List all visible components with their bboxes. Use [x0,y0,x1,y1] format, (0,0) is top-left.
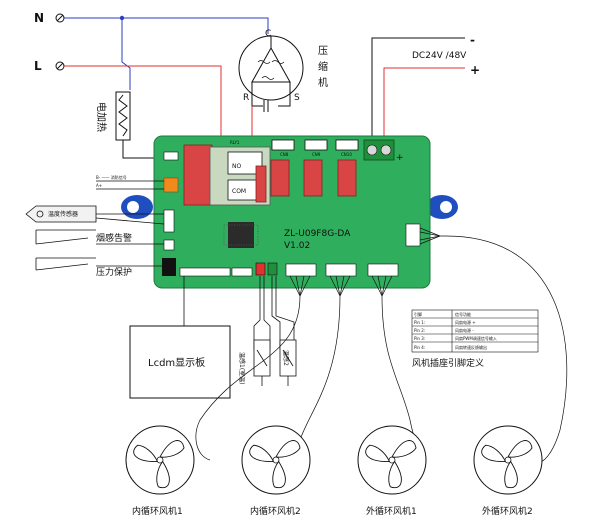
temp-sensor-label: 温度传感器 [48,210,78,218]
table-row-1-pin: Pin 1: [414,320,425,325]
l-label: L [34,59,42,73]
dc-plus: + [470,63,480,77]
lcd-label: Lcdm显示板 [148,356,205,369]
table-row-2-func: 风扇电源 - [455,327,474,333]
pcb-plus-label: + [396,153,404,163]
pressure-connector [162,258,176,276]
fire-signal-wires [96,180,164,190]
compressor-label-3: 机 [318,76,328,89]
relay-rly2 [270,159,290,197]
pressure-label: 压力保护 [96,266,132,278]
compressor-label-1: 压 [318,45,328,57]
fire-signal-terminal [163,177,179,193]
table-row-4-func: 风扇转速反馈输出 [455,344,487,350]
compressor [238,35,304,148]
dc-terminal-block [363,139,395,161]
heater [115,91,163,159]
relay-no-label: NO [232,163,241,170]
table-row-2-pin: Pin 2: [414,328,425,333]
fan-3-label: 外循环风机1 [366,505,417,517]
cn11-connector [405,223,421,247]
l-terminal-icon [55,61,65,71]
lcd-board [129,325,231,399]
dc-minus: - [470,33,475,47]
cn9-label: CN9 [312,152,321,157]
fan-pin-caption: 风机插座引脚定义 [412,357,484,369]
cn10-label: CN10 [341,152,352,157]
table-header-pin: 引脚 [414,311,422,317]
mcu-chip [223,222,259,248]
table-row-3-func: 风扇PWM调速信号输入 [455,335,497,341]
dc-supply-wires [371,37,465,140]
dc-supply-label: DC24V /48V [412,51,467,61]
table-row-1-func: 风扇电源 + [455,319,476,325]
compressor-label-2: 缩 [318,60,328,73]
top-connectors [271,139,359,151]
fan-4-label: 外循环风机2 [482,505,533,517]
smoke-connector [163,239,175,251]
fire-line1: B- —— 消防信号 [96,174,127,180]
board-model: ZL-U09F8G-DA [284,229,351,239]
compressor-r-label: R [243,93,249,103]
n-terminal-icon [55,13,65,23]
relay-com-label: COM [232,188,246,195]
n-label: N [34,11,44,25]
fans-layer [125,425,543,495]
relay-rly3 [303,159,323,197]
sensor2-label: 温感2 [282,350,290,366]
fan-2-icon [241,425,311,495]
fan-3-icon [357,425,427,495]
cn6-connector [163,151,179,161]
rly1-label: RLY1 [230,140,240,145]
cn8-label: CN8 [280,152,289,157]
relay-rly4 [337,159,357,197]
fire-line2: A+ [96,183,102,188]
table-header-func: 信号功能 [455,311,471,317]
table-row-4-pin: Pin 4: [414,345,425,350]
fan-1-icon [125,425,195,495]
bottom-connectors [179,262,399,277]
fan-2-label: 内循环风机2 [250,505,301,517]
compressor-c-label: C [265,29,271,39]
heater-label: 电加热 [95,102,108,132]
n-junction [119,15,125,21]
fan-1-label: 内循环风机1 [132,505,183,517]
fan-pin-table [411,309,539,353]
relay-rly1 [183,144,271,206]
temp-sensor-probes [253,276,297,386]
board-version: V1.02 [284,241,310,251]
table-row-3-pin: Pin 3: [414,336,425,341]
temp-connector [163,209,175,233]
fan-4-icon [473,425,543,495]
temp-sensor-icon [25,205,165,225]
compressor-s-label: S [294,93,300,103]
pressure-switch [35,257,162,271]
sensor1-label: 温感1(室温) [238,352,246,385]
smoke-alarm-switch [35,229,164,245]
n-wire [64,17,269,90]
smoke-alarm-label: 烟感告警 [96,232,132,244]
